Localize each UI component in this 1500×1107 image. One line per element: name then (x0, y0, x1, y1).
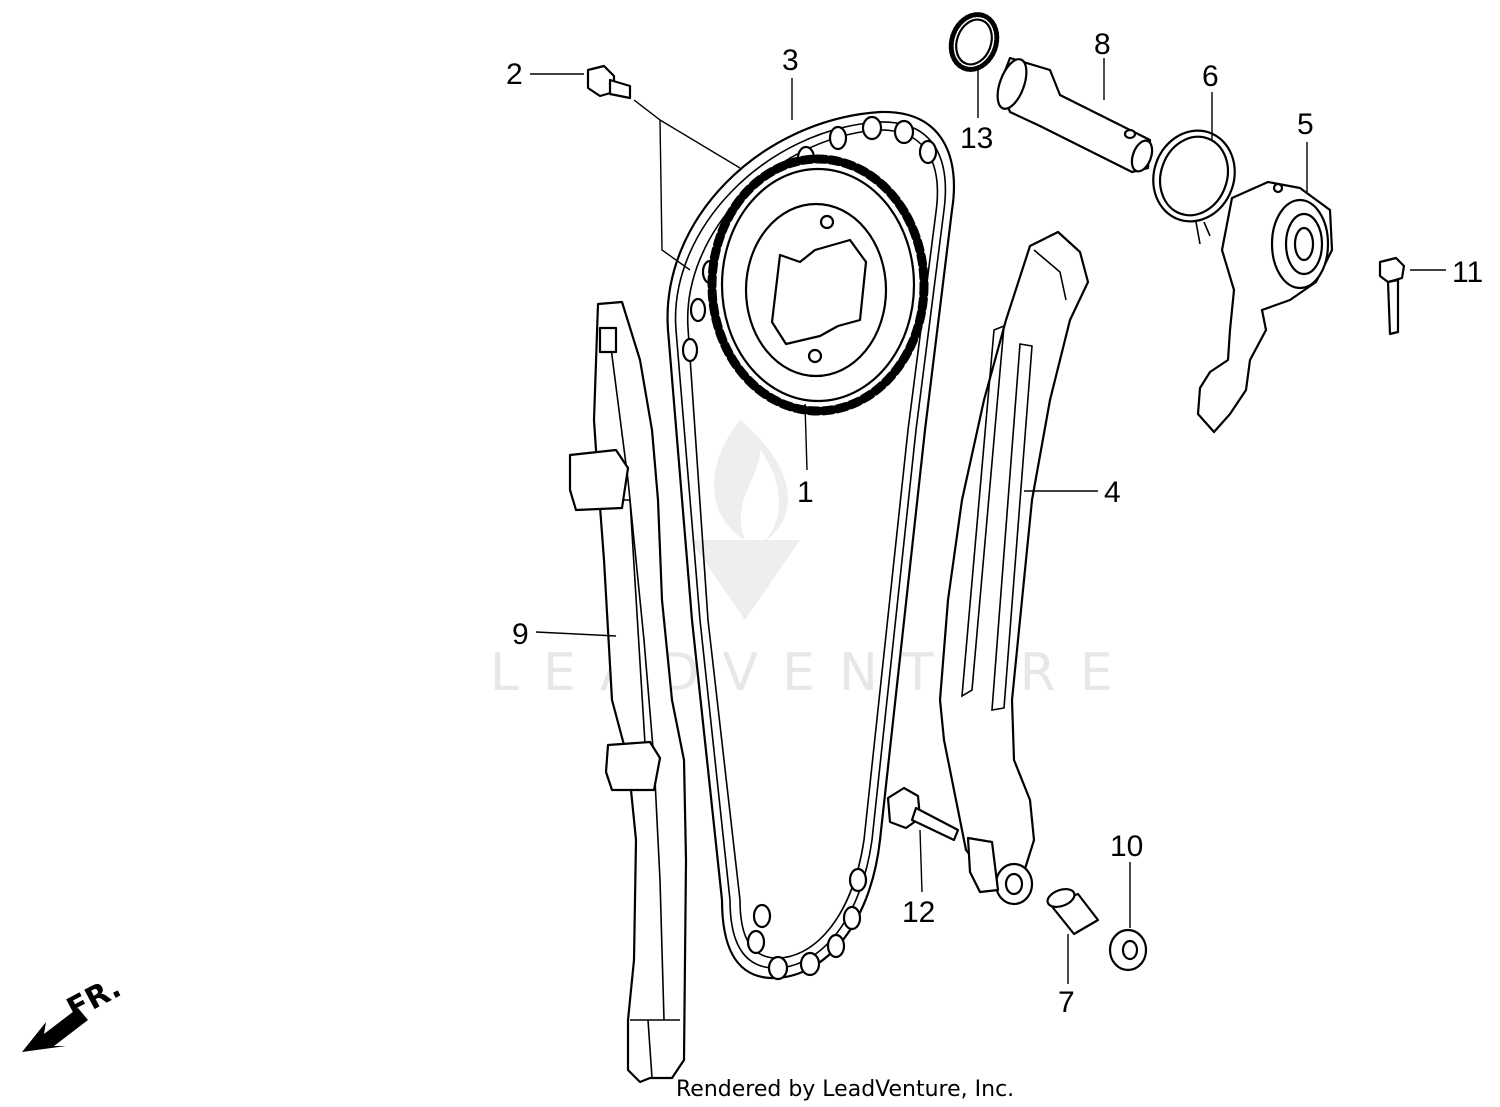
callout-13: 13 (960, 122, 993, 155)
bolt-11 (1378, 256, 1406, 336)
callout-1: 1 (797, 476, 814, 509)
callout-2: 2 (506, 58, 523, 91)
watermark-text: LEADVENTURE (490, 643, 1137, 703)
front-direction-arrow: FR. (22, 970, 127, 1052)
callout-6: 6 (1202, 60, 1219, 93)
chain-guide-9 (568, 300, 688, 1084)
callout-10: 10 (1110, 830, 1143, 863)
callout-5: 5 (1297, 108, 1314, 141)
collar-7 (1046, 887, 1100, 936)
callout-7: 7 (1058, 986, 1075, 1019)
callout-9: 9 (512, 618, 529, 651)
callout-11: 11 (1452, 256, 1483, 289)
leader-lines (530, 58, 1446, 984)
tensioner-roller-5 (1196, 180, 1334, 434)
callout-8: 8 (1094, 28, 1111, 61)
callout-12: 12 (902, 896, 935, 929)
callout-numbers: 2 3 1 4 5 6 7 8 9 10 11 12 13 (506, 28, 1483, 1019)
tensioner-arm-4 (938, 230, 1090, 906)
spring-6 (1152, 129, 1236, 245)
washer-10 (1108, 928, 1148, 972)
callout-4: 4 (1104, 476, 1121, 509)
cam-sprocket-1 (707, 154, 929, 416)
bolt-12 (886, 786, 960, 842)
callout-3: 3 (782, 44, 799, 77)
o-ring-13 (948, 12, 1000, 72)
pivot-pin-8 (996, 56, 1154, 174)
bolt-2 (586, 64, 632, 100)
credit-text: Rendered by LeadVenture, Inc. (676, 1077, 1014, 1102)
